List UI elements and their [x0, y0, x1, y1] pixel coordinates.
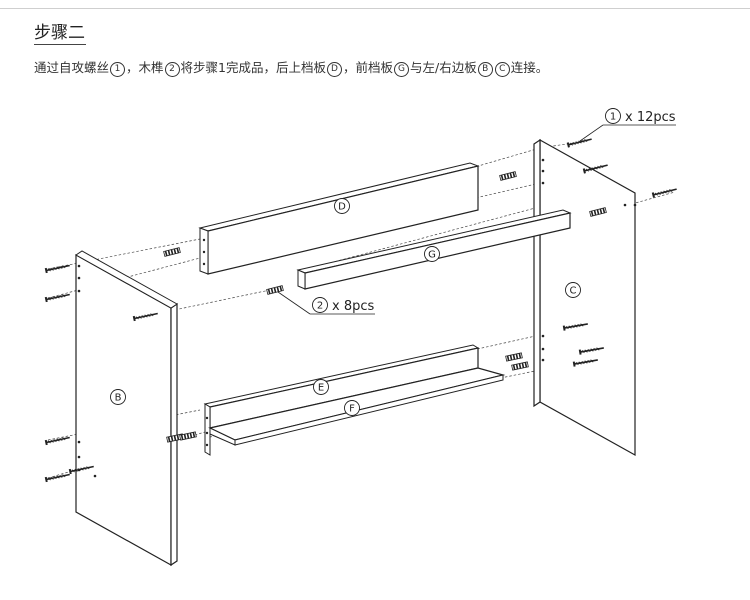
- instruction-part: 与左/右边板: [410, 60, 477, 75]
- callout-screws-num: 1: [610, 112, 616, 123]
- callout-screws-qty: x 12pcs: [625, 110, 676, 125]
- part-ref-g: G: [394, 62, 410, 77]
- callout-dowels: 2 x 8pcs: [277, 291, 375, 315]
- label-g: G: [424, 246, 440, 262]
- instruction-part: ，前档板: [343, 60, 394, 75]
- label-b-text: B: [115, 393, 122, 404]
- part-ref-b: B: [477, 62, 493, 77]
- back-board-d: [198, 162, 480, 275]
- label-f-text: F: [349, 404, 355, 415]
- part-ref-screw: 1: [110, 62, 126, 77]
- top-divider: [0, 8, 750, 9]
- part-ref-d: D: [327, 62, 342, 77]
- instruction-part: ，木榫: [126, 60, 164, 75]
- label-c: C: [565, 282, 581, 298]
- label-f: F: [344, 400, 360, 416]
- callout-dowels-num: 2: [317, 301, 323, 312]
- step-title: 步骤二: [34, 23, 85, 43]
- instruction-part: 将步骤1完成品，后上档板: [180, 60, 326, 75]
- label-e: E: [313, 379, 329, 395]
- title-underline: [34, 44, 86, 45]
- label-g-text: G: [428, 250, 436, 261]
- shelf-e-f: [203, 344, 506, 456]
- callout-screws: 1 x 12pcs: [579, 108, 676, 142]
- label-b: B: [110, 389, 126, 405]
- label-d: D: [334, 198, 350, 214]
- part-ref-dowel: 2: [164, 62, 180, 77]
- side-panel-c: [533, 138, 637, 457]
- label-e-text: E: [318, 383, 324, 394]
- instruction-part: 通过自攻螺丝: [34, 60, 110, 75]
- part-ref-c: C: [494, 62, 510, 77]
- side-panel-b: [75, 250, 178, 567]
- callout-dowels-qty: x 8pcs: [332, 299, 374, 314]
- label-c-text: C: [570, 286, 577, 297]
- instruction-part: 连接。: [510, 60, 549, 75]
- label-d-text: D: [338, 202, 346, 213]
